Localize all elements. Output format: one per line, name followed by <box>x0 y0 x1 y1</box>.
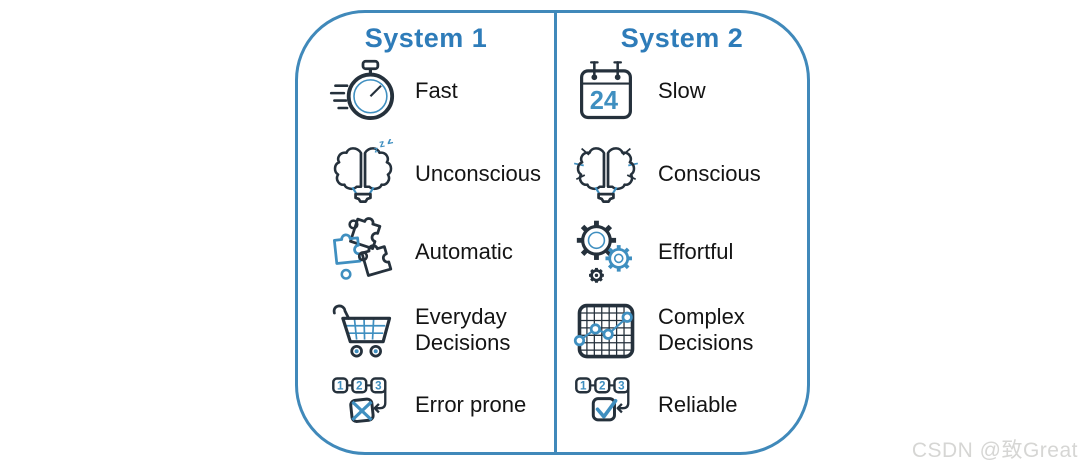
row-label: Everyday Decisions <box>415 304 511 355</box>
comparison-panel: System 1 Fast <box>295 10 810 455</box>
radiating-brain-icon <box>571 139 641 209</box>
row-label: Conscious <box>658 161 761 186</box>
row-error-prone: 1 2 3 Error prone <box>328 370 548 440</box>
sleeping-brain-icon: z z z <box>328 139 398 209</box>
shopping-cart-icon <box>328 295 398 365</box>
column-divider <box>554 13 557 452</box>
row-conscious: Conscious <box>571 139 801 209</box>
grid-chart-icon <box>571 295 641 365</box>
row-label: Fast <box>415 78 458 103</box>
svg-text:3: 3 <box>375 380 382 393</box>
svg-text:3: 3 <box>618 380 625 393</box>
gears-icon <box>571 217 641 287</box>
row-label: Reliable <box>658 392 738 417</box>
svg-text:z: z <box>378 139 386 150</box>
row-everyday-decisions: Everyday Decisions <box>328 295 548 365</box>
row-label: Automatic <box>415 239 513 264</box>
svg-text:1: 1 <box>580 380 587 393</box>
svg-text:2: 2 <box>356 380 363 393</box>
system-2-title: System 2 <box>620 23 744 53</box>
row-slow: 24 Slow <box>571 56 801 126</box>
stopwatch-icon <box>328 56 398 126</box>
row-unconscious: z z z Unconscious <box>328 139 548 209</box>
system-1-title: System 1 <box>364 23 488 53</box>
watermark: CSDN @致Great <box>911 439 1078 462</box>
svg-text:z: z <box>373 144 379 155</box>
row-fast: Fast <box>328 56 548 126</box>
row-effortful: Effortful <box>571 217 801 287</box>
row-label: Complex Decisions <box>658 304 754 355</box>
puzzle-pieces-icon <box>328 217 398 287</box>
row-label: Effortful <box>658 239 734 264</box>
svg-text:z: z <box>385 139 394 147</box>
svg-text:2: 2 <box>599 380 606 393</box>
row-complex-decisions: Complex Decisions <box>571 295 801 365</box>
column-system-1: System 1 Fast <box>298 13 554 452</box>
steps-check-icon: 1 2 3 <box>571 370 641 440</box>
row-label: Slow <box>658 78 706 103</box>
row-reliable: 1 2 3 Reliable <box>571 370 801 440</box>
row-automatic: Automatic <box>328 217 548 287</box>
column-system-2: System 2 24 Slow <box>557 13 807 452</box>
svg-text:24: 24 <box>590 87 619 115</box>
calendar-24-icon: 24 <box>571 56 641 126</box>
row-label: Unconscious <box>415 161 541 186</box>
steps-error-icon: 1 2 3 <box>328 370 398 440</box>
row-label: Error prone <box>415 392 527 417</box>
svg-text:1: 1 <box>337 380 344 393</box>
